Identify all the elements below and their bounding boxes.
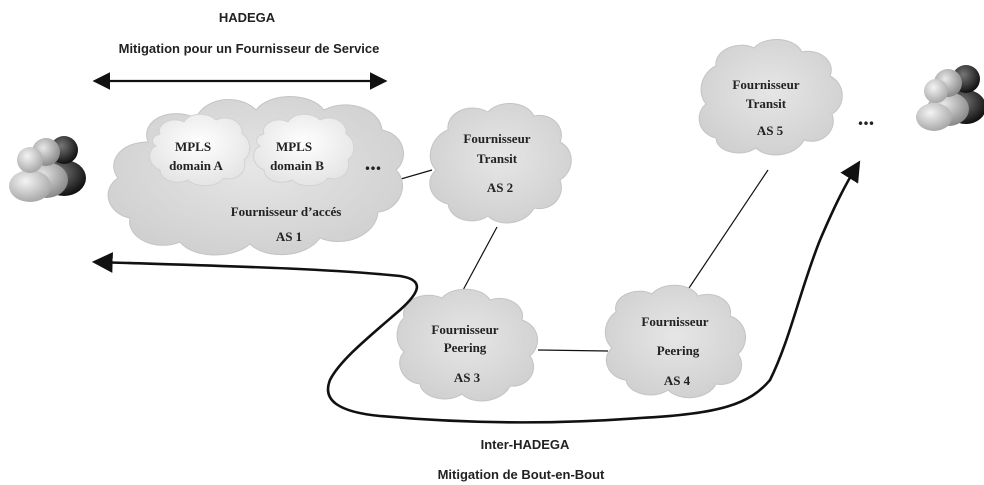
transit-as2-cloud: Fournisseur Transit AS 2: [429, 103, 572, 224]
link-as4-as5: [682, 169, 769, 298]
link-as2-as3: [461, 226, 498, 293]
user-front-figure: [9, 147, 51, 202]
transit-as2-as: AS 2: [487, 180, 513, 195]
mpls-domain-b-line1: MPLS: [276, 139, 312, 154]
transit-as2-line1: Fournisseur: [463, 131, 530, 146]
peering-as4-line1: Fournisseur: [641, 314, 708, 329]
bottom-subtitle: Mitigation de Bout-en-Bout: [438, 467, 605, 482]
mpls-domain-a-line1: MPLS: [175, 139, 211, 154]
peering-as3-shape: [396, 288, 538, 402]
right-ellipsis: ...: [858, 105, 875, 130]
transit-as5-shape: [698, 39, 843, 156]
users-group-icon: [9, 136, 86, 202]
top-title: HADEGA: [219, 10, 276, 25]
transit-as5-cloud: Fournisseur Transit AS 5: [698, 39, 843, 156]
peering-as3-as: AS 3: [454, 370, 481, 385]
peering-as4-line2: Peering: [657, 343, 700, 358]
access-cloud-as: AS 1: [276, 229, 302, 244]
transit-as2-line2: Transit: [477, 151, 518, 166]
top-subtitle: Mitigation pour un Fournisseur de Servic…: [119, 41, 380, 56]
peering-as4-as: AS 4: [664, 373, 691, 388]
access-cloud-title: Fournisseur d’accés: [231, 204, 342, 219]
peering-as4-shape: [604, 284, 746, 399]
transit-as5-line1: Fournisseur: [732, 77, 799, 92]
access-provider-cloud: MPLS domain A MPLS domain B ... Fourniss…: [107, 96, 404, 256]
peering-as3-line1: Fournisseur: [431, 322, 498, 337]
user-front-figure: [916, 79, 952, 131]
link-as3-as4: [537, 349, 609, 352]
end-to-end-path-arrow: [91, 160, 861, 424]
peering-as4-cloud: Fournisseur Peering AS 4: [604, 284, 746, 399]
access-cloud-ellipsis: ...: [365, 150, 382, 175]
users-group-icon: [916, 65, 984, 131]
transit-as5-as: AS 5: [757, 123, 784, 138]
access-cloud-shape: [107, 96, 404, 256]
peering-as3-line2: Peering: [444, 340, 487, 355]
bottom-title: Inter-HADEGA: [481, 437, 570, 452]
mpls-domain-a-line2: domain A: [169, 158, 223, 173]
peering-as3-cloud: Fournisseur Peering AS 3: [396, 288, 538, 402]
transit-as5-line2: Transit: [746, 96, 787, 111]
mpls-domain-b-line2: domain B: [270, 158, 324, 173]
